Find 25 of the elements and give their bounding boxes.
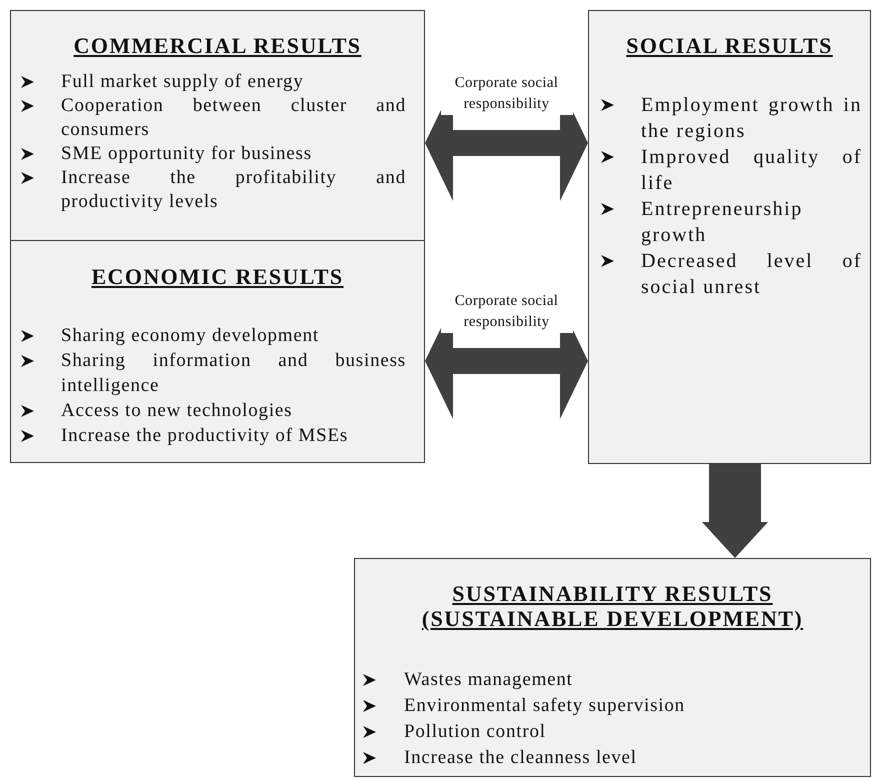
list-item: Employment growth in the regions bbox=[641, 93, 862, 144]
list-item: Sharing information and business intelligence bbox=[61, 349, 406, 398]
list-item: Cooperation between cluster and consumers bbox=[61, 94, 406, 142]
arrow bbox=[702, 464, 768, 558]
list-item: SME opportunity for business bbox=[61, 142, 313, 166]
list-item: Improved quality of life bbox=[641, 145, 862, 196]
list-item: Decreased level of social unrest bbox=[641, 249, 862, 300]
results-box bbox=[588, 10, 871, 464]
box-heading: SOCIAL RESULTS bbox=[625, 33, 834, 58]
results-box bbox=[10, 10, 425, 241]
list-item: Increase the cleanness level bbox=[404, 746, 638, 770]
list-item: Access to new technologies bbox=[61, 399, 294, 423]
list-item: Wastes management bbox=[404, 668, 574, 692]
box-heading: ECONOMIC RESULTS bbox=[90, 264, 345, 289]
box-heading: COMMERCIAL RESULTS bbox=[72, 33, 362, 58]
list-item: Entrepreneurship growth bbox=[641, 197, 804, 248]
box-heading: SUSTAINABILITY RESULTS (SUSTAINABLE DEVELOPMENT) bbox=[420, 581, 804, 631]
results-box bbox=[354, 558, 871, 777]
results-box bbox=[10, 240, 425, 463]
list-item: Full market supply of energy bbox=[61, 70, 305, 94]
list-item: Sharing economy development bbox=[61, 324, 320, 348]
list-item: Pollution control bbox=[404, 720, 547, 744]
list-item: Environmental safety supervision bbox=[404, 694, 686, 718]
list-item: Increase the profitability and productivity levels bbox=[61, 166, 406, 214]
list-item: Increase the productivity of MSEs bbox=[61, 424, 350, 448]
